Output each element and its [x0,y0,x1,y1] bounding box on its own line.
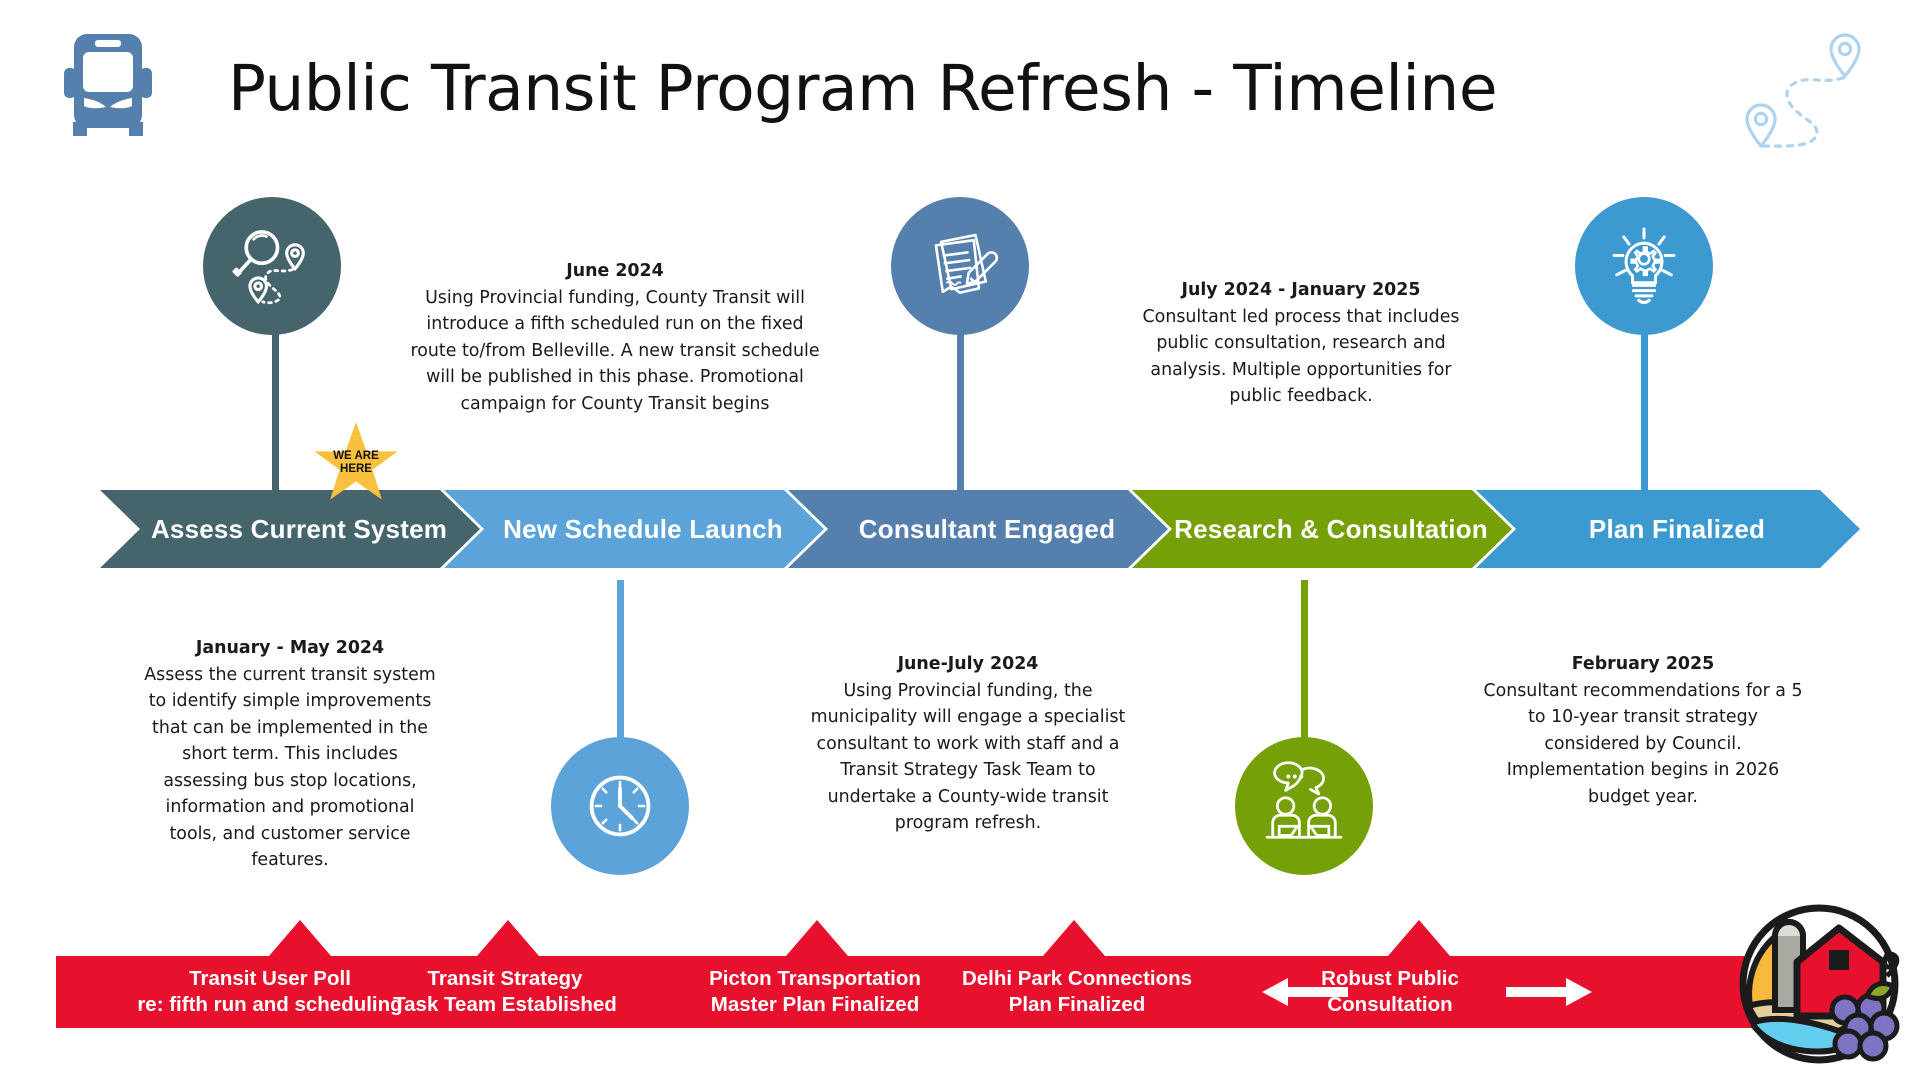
phase-4-stem [1301,580,1308,770]
milestone-line1: Transit User Poll [189,967,351,990]
phase-5-description: February 2025 Consultant recommendations… [1478,651,1808,810]
we-are-here-line1: WE ARE [333,450,379,462]
phase-4-description: July 2024 - January 2025 Consultant led … [1136,277,1466,410]
milestone-line2: Master Plan Finalized [710,993,920,1016]
milestone-line2: Task Team Established [393,993,617,1016]
milestone-line1: Picton Transportation [709,967,921,990]
phase-label-new-schedule-launch[interactable]: New Schedule Launch [454,490,824,568]
phase-1-body: Assess the current transit system to ide… [144,664,436,871]
phase-5-body: Consultant recommendations for a 5 to 10… [1483,680,1803,807]
phase-label-text: Consultant Engaged [858,513,1116,544]
milestone-notch-5 [1388,920,1450,956]
phase-chevron-band: Assess Current System New Schedule Launc… [0,490,1920,568]
phase-label-assess-current-system[interactable]: Assess Current System [110,490,480,568]
milestone-notch-1 [269,920,331,956]
milestone-line1: Transit Strategy [427,967,583,990]
right-arrow-icon [1506,956,1592,1028]
map-route-pins-icon [1735,30,1895,160]
phase-label-text: Plan Finalized [1588,513,1766,544]
milestone-robust-public-consultation[interactable]: Robust Public Consultation [1290,956,1490,1028]
milestone-picton-transportation-master-plan[interactable]: Picton Transportation Master Plan Finali… [680,956,950,1028]
milestone-transit-user-poll[interactable]: Transit User Poll re: fifth run and sche… [50,956,490,1028]
phase-2-description: June 2024 Using Provincial funding, Coun… [405,258,825,417]
people-consultation-icon [1235,737,1373,875]
milestone-transit-strategy-task-team[interactable]: Transit Strategy Task Team Established [370,956,640,1028]
milestone-bar [56,956,1766,1028]
milestone-delhi-park-connections-plan[interactable]: Delhi Park Connections Plan Finalized [942,956,1212,1028]
phase-label-text: Assess Current System [150,513,448,544]
we-are-here-line2: HERE [340,463,372,475]
milestone-line2: re: fifth run and scheduling [137,993,403,1016]
phase-2-date: June 2024 [566,261,664,281]
milestone-notch-3 [786,920,848,956]
phase-3-date: June-July 2024 [897,654,1039,674]
phase-5-stem [1641,300,1648,495]
phase-2-stem [617,580,624,770]
milestone-line1: Delhi Park Connections [961,967,1193,990]
magnifier-map-icon [203,197,341,335]
lightbulb-gear-icon [1575,197,1713,335]
milestone-line2: Consultation [1327,993,1453,1016]
phase-3-body: Using Provincial funding, the municipali… [810,680,1126,834]
milestone-line1: Robust Public [1321,967,1459,990]
phase-5-date: February 2025 [1571,654,1715,674]
milestone-line2: Plan Finalized [1008,993,1146,1016]
phase-4-date: July 2024 - January 2025 [1181,280,1421,300]
milestone-notch-2 [477,920,539,956]
phase-2-body: Using Provincial funding, County Transit… [410,287,820,414]
we-are-here-label: WE ARE HERE [312,450,400,476]
phase-3-description: June-July 2024 Using Provincial funding,… [808,651,1128,837]
phase-1-date: January - May 2024 [195,638,385,658]
clock-icon [551,737,689,875]
left-arrow-icon [1262,956,1348,1028]
page-title: Public Transit Program Refresh - Timelin… [228,52,1498,125]
phase-4-body: Consultant led process that includes pub… [1142,306,1460,407]
milestone-notch-4 [1043,920,1105,956]
contract-pen-icon [891,197,1029,335]
bus-icon [48,26,168,146]
phase-label-text: Research & Consultation [1174,513,1488,544]
we-are-here-marker: WE ARE HERE [312,422,400,506]
phase-1-stem [272,300,279,495]
county-crest-logo [1735,898,1910,1070]
phase-label-research-consultation[interactable]: Research & Consultation [1142,490,1512,568]
phase-label-plan-finalized[interactable]: Plan Finalized [1486,490,1860,568]
phase-3-stem [957,300,964,495]
phase-1-description: January - May 2024 Assess the current tr… [140,635,440,874]
phase-label-consultant-engaged[interactable]: Consultant Engaged [798,490,1168,568]
phase-label-text: New Schedule Launch [503,513,783,544]
